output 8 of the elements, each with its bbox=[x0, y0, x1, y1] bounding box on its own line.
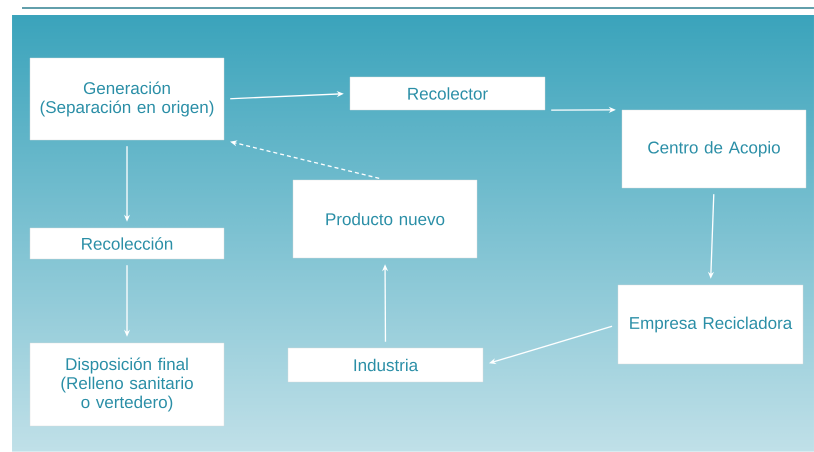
process-box: Generación (Separación en origen) bbox=[30, 58, 224, 140]
process-box: Industria bbox=[288, 348, 484, 382]
process-box: Disposición final (Relleno sanitario o vertedero) bbox=[30, 342, 224, 426]
process-box: Recolector bbox=[350, 76, 546, 110]
process-box: Empresa Recicladora bbox=[618, 284, 804, 364]
process-box: Centro de Acopio bbox=[622, 110, 806, 188]
process-box: Recolección bbox=[30, 228, 224, 260]
process-box: Producto nuevo bbox=[292, 180, 478, 258]
